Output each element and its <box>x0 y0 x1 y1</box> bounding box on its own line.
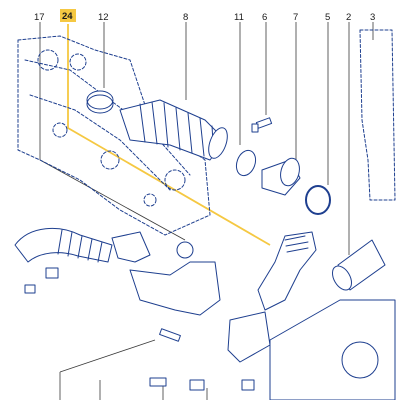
callout-5[interactable]: 5 <box>325 12 330 23</box>
intake-hose-8 <box>119 99 228 161</box>
leader-17b <box>39 159 186 241</box>
screw-6 <box>251 117 273 133</box>
parts <box>14 29 396 400</box>
duct-24 <box>257 231 317 311</box>
callout-17[interactable]: 17 <box>34 12 45 23</box>
callout-3[interactable]: 3 <box>370 12 375 23</box>
callout-6[interactable]: 6 <box>262 12 267 23</box>
leader-24-highlighted <box>67 24 271 246</box>
leader-lines <box>39 22 374 400</box>
bolts <box>24 267 255 391</box>
clamp-12 <box>86 90 114 114</box>
callout-24[interactable]: 24 <box>62 11 73 22</box>
small-oring <box>176 241 194 259</box>
callouts: 17 24 12 8 11 6 7 5 2 3 <box>34 9 375 23</box>
hose-2 <box>332 239 386 291</box>
elbow-duct <box>129 261 221 316</box>
air-box <box>227 299 396 400</box>
callout-2[interactable]: 2 <box>346 12 351 23</box>
callout-24-highlight-bg <box>60 9 76 22</box>
callout-7[interactable]: 7 <box>293 12 298 23</box>
turbo-inlet-7 <box>261 157 301 196</box>
oring-5 <box>305 185 331 215</box>
callout-12[interactable]: 12 <box>98 12 109 23</box>
callout-11[interactable]: 11 <box>234 12 244 23</box>
callout-8[interactable]: 8 <box>183 12 188 23</box>
clamp-11 <box>235 149 257 177</box>
leader-bottom-1b <box>59 339 156 373</box>
lower-pipe <box>14 227 113 263</box>
bracket <box>111 231 151 263</box>
housing-3 <box>359 29 396 201</box>
